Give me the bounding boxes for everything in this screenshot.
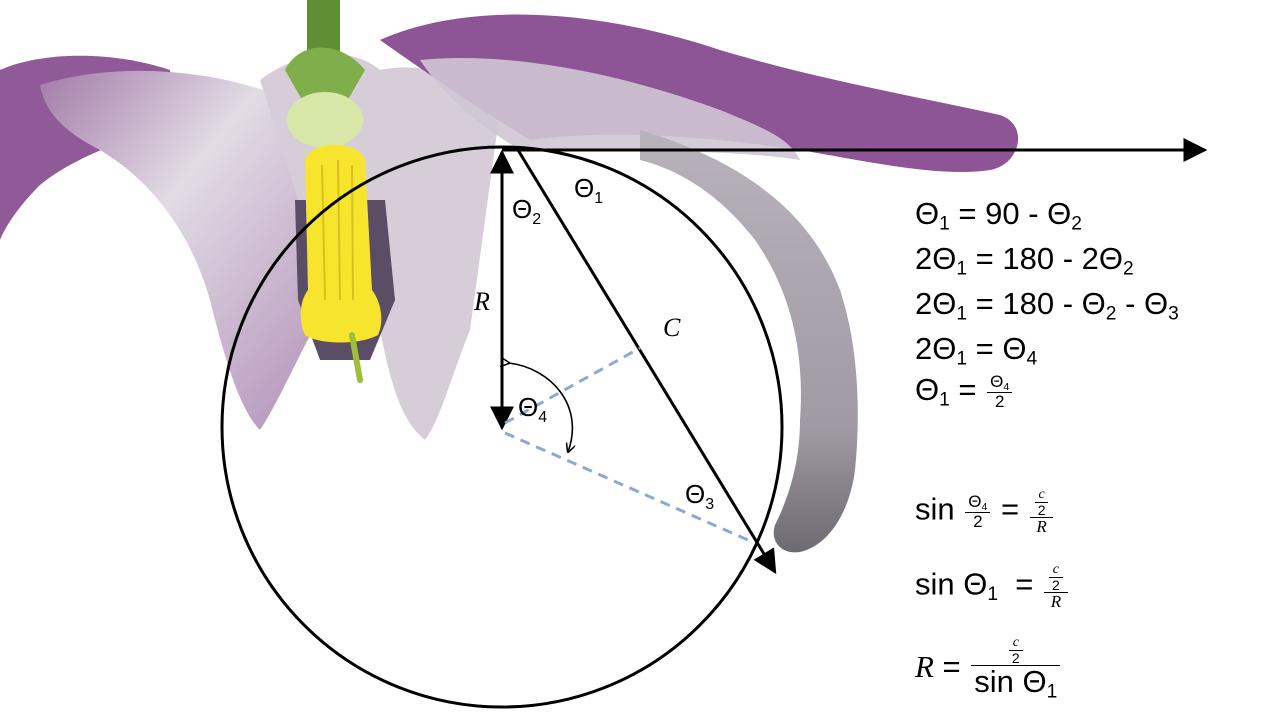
- stem: [307, 0, 340, 60]
- equation-4: 2Θ1 = Θ4: [915, 331, 1038, 370]
- left-petal: [40, 70, 330, 431]
- equation-2: 2Θ1 = 180 - 2Θ2: [915, 241, 1134, 280]
- theta2-label: Θ2: [512, 194, 541, 228]
- flower-illustration: [0, 0, 1019, 553]
- sepals: [285, 47, 365, 105]
- circle: [220, 145, 784, 709]
- anther-lines: [321, 159, 354, 301]
- chord-label: C: [663, 313, 681, 342]
- dashed-radius-lower: [504, 431, 749, 542]
- theta4-label: Θ4: [518, 392, 547, 426]
- radius-label: R: [473, 287, 490, 316]
- receptacle: [287, 92, 363, 148]
- equation-3: 2Θ1 = 180 - Θ2 - Θ3: [915, 286, 1179, 325]
- chord-arrow: [516, 149, 777, 575]
- theta3-label: Θ3: [685, 479, 714, 513]
- theta1-label: Θ1: [574, 173, 603, 207]
- geometry: [220, 138, 1208, 709]
- anthers: [300, 145, 382, 343]
- theta4-arc: [509, 363, 572, 452]
- style: [349, 332, 363, 383]
- right-pale-petal: [420, 58, 800, 160]
- equation-1: Θ1 = 90 - Θ2: [915, 196, 1082, 235]
- curled-petal: [640, 130, 858, 553]
